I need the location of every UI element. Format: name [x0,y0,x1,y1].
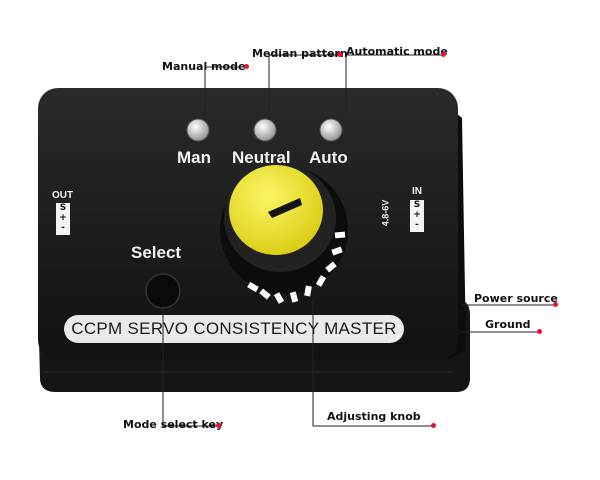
adjusting-knob [220,164,348,294]
callout-median-pattern: Median pattern [252,47,348,60]
in-label: IN [412,186,422,197]
callout-adjusting-knob: Adjusting knob [327,410,421,423]
callout-ground: Ground [485,318,531,331]
brand-label: CCPM SERVO CONSISTENCY MASTER [64,315,404,343]
in-port-plus: + [410,210,424,220]
led-label-neutral: Neutral [232,148,291,167]
callout-dot-ground [537,329,542,334]
callout-manual-mode: Manual mode [162,60,246,73]
in-port-s: S [410,200,424,210]
out-port-minus: - [56,223,70,235]
callout-dot-select [216,423,221,428]
led-auto [319,118,343,142]
callout-mode-select-key: Mode select key [123,418,224,431]
select-label: Select [131,243,182,262]
led-label-man: Man [177,148,211,167]
callout-dot-manual [244,64,249,69]
callout-automatic-mode: Automatic mode [346,45,448,58]
callout-dot-auto [441,52,446,57]
led-neutral [253,118,277,142]
callout-dot-median [337,52,342,57]
callout-dot-knob [431,423,436,428]
led-label-auto: Auto [309,148,348,167]
callout-power-source: Power source [474,292,558,305]
led-man [186,118,210,142]
knob-scale [247,231,346,304]
callout-dot-power [553,302,558,307]
out-label: OUT [52,190,74,201]
out-port-plus: + [56,213,70,223]
out-port-s: S [56,203,70,213]
in-port-minus: - [410,220,424,232]
